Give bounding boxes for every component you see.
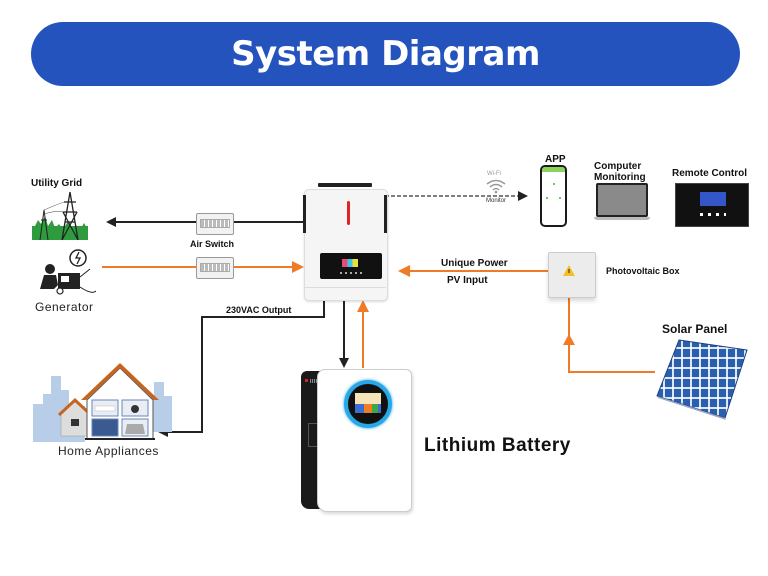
- computer-label-line2: Monitoring: [594, 172, 646, 183]
- computer-label-line1: Computer: [594, 161, 642, 172]
- solar-panel-label: Solar Panel: [662, 322, 728, 336]
- battery-icon: [301, 369, 412, 512]
- title-banner: System Diagram: [31, 22, 740, 86]
- breaker-icon: [200, 219, 230, 228]
- generator-icon: [40, 249, 96, 295]
- air-switch-grid: [196, 213, 234, 235]
- power-tower-icon: [32, 191, 88, 241]
- computer-monitoring-label: Computer Monitoring: [594, 161, 646, 183]
- battery-screen: [355, 393, 381, 413]
- solar-arrowhead: [563, 334, 575, 345]
- status-led: [347, 201, 350, 225]
- inverter-display: [320, 253, 382, 279]
- solar-line: [568, 296, 655, 373]
- generator-label: Generator: [35, 300, 94, 314]
- battery-display-ring: [344, 380, 392, 428]
- remote-control-label: Remote Control: [672, 168, 747, 179]
- junction-box-icon: [548, 252, 596, 298]
- house-icon: [33, 363, 172, 442]
- inverter-icon: [304, 189, 388, 301]
- air-switch-generator: [196, 257, 234, 279]
- output-line: [158, 298, 325, 437]
- smartphone-icon: [540, 165, 567, 227]
- wifi-label: Wi-Fi: [487, 171, 501, 177]
- pv-input-label-line2: PV Input: [447, 275, 488, 286]
- breaker-icon: [200, 263, 230, 272]
- home-appliances-label: Home Appliances: [58, 444, 159, 458]
- pv-input-label-line1: Unique Power: [441, 258, 508, 269]
- pv-box-label: Photovoltaic Box: [606, 266, 680, 276]
- warning-icon: [563, 265, 575, 276]
- laptop-icon: [594, 183, 650, 221]
- wifi-monitor-label: Monitor: [486, 198, 507, 204]
- app-label: APP: [545, 154, 566, 165]
- battery-label: Lithium Battery: [424, 435, 571, 456]
- page-title: System Diagram: [231, 34, 540, 74]
- inverter: [303, 183, 388, 301]
- utility-grid-label: Utility Grid: [31, 178, 83, 189]
- remote-display-icon: [675, 183, 749, 227]
- wifi-icon: [486, 179, 506, 194]
- solar-panel-icon: [656, 339, 748, 420]
- air-switch-label: Air Switch: [190, 239, 235, 249]
- output-label: 230VAC Output: [226, 305, 292, 315]
